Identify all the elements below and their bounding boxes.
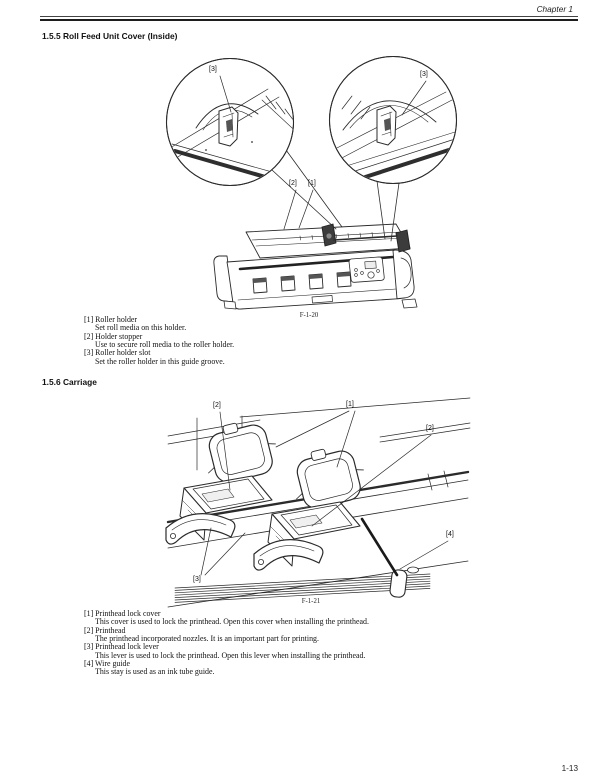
- legend-item: [1] Printhead lock cover This cover is u…: [84, 609, 369, 627]
- callout-wire-guide: [4]: [446, 531, 454, 538]
- callout-printhead-lock-lever: [3]: [193, 576, 201, 583]
- section-heading-155: 1.5.5 Roll Feed Unit Cover (Inside): [42, 31, 178, 41]
- legend-list-carriage: [1] Printhead lock cover This cover is u…: [84, 609, 369, 677]
- legend-item: [3] Roller holder slot Set the roller ho…: [84, 349, 234, 366]
- legend-item: [1] Roller holder Set roll media on this…: [84, 315, 234, 333]
- header-rule: [40, 16, 578, 22]
- callout-printhead-left: [2]: [213, 402, 221, 409]
- figure-caption-f121: F-1-21: [301, 598, 321, 605]
- callout-printhead-right: [2]: [426, 425, 434, 432]
- legend-item-label: [1] Printhead lock cover: [84, 609, 161, 618]
- legend-item-desc: The printhead incorporated nozzles. It i…: [95, 634, 319, 644]
- callout-roller-holder-slot-left: [3]: [209, 66, 217, 73]
- legend-item-label: [2] Holder stopper: [84, 331, 143, 341]
- legend-item-label: [1] Roller holder: [84, 315, 138, 324]
- callout-roller-holder-slot-right: [3]: [420, 71, 428, 78]
- page-number: 1-13: [561, 764, 578, 773]
- legend-item: [2] Holder stopper Use to secure roll me…: [84, 331, 235, 350]
- callout-roller-holder: [1]: [308, 180, 316, 187]
- legend-item-desc: Use to secure roll media to the roller h…: [95, 340, 235, 350]
- legend-item-label: [4] Wire guide: [84, 659, 130, 669]
- legend-item-label: [2] Printhead: [84, 625, 126, 635]
- legend-item-label: [3] Printhead lock lever: [84, 642, 159, 652]
- callout-printhead-lock-cover: [1]: [346, 401, 354, 408]
- legend-item: [2] Printhead The printhead incorporated…: [84, 625, 369, 644]
- legend-item: [3] Printhead lock lever This lever is u…: [84, 643, 369, 660]
- legend-item-desc: Set roll media on this holder.: [95, 323, 187, 333]
- legend-item-desc: This lever is used to lock the printhead…: [95, 650, 366, 660]
- legend-item: [4] Wire guide This stay is used as an i…: [84, 659, 369, 677]
- legend-item-desc: Set the roller holder in this guide groo…: [95, 356, 225, 366]
- legend-item-desc: This stay is used as an ink tube guide.: [95, 667, 215, 677]
- figure-caption-f120: F-1-20: [299, 312, 319, 319]
- section-heading-156: 1.5.6 Carriage: [42, 377, 97, 387]
- legend-item-desc: This cover is used to lock the printhead…: [95, 617, 369, 627]
- callout-holder-stopper: [2]: [289, 180, 297, 187]
- chapter-label: Chapter 1: [536, 4, 573, 14]
- legend-list-roll-feed: [1] Roller holder Set roll media on this…: [84, 315, 235, 366]
- legend-item-label: [3] Roller holder slot: [84, 348, 151, 358]
